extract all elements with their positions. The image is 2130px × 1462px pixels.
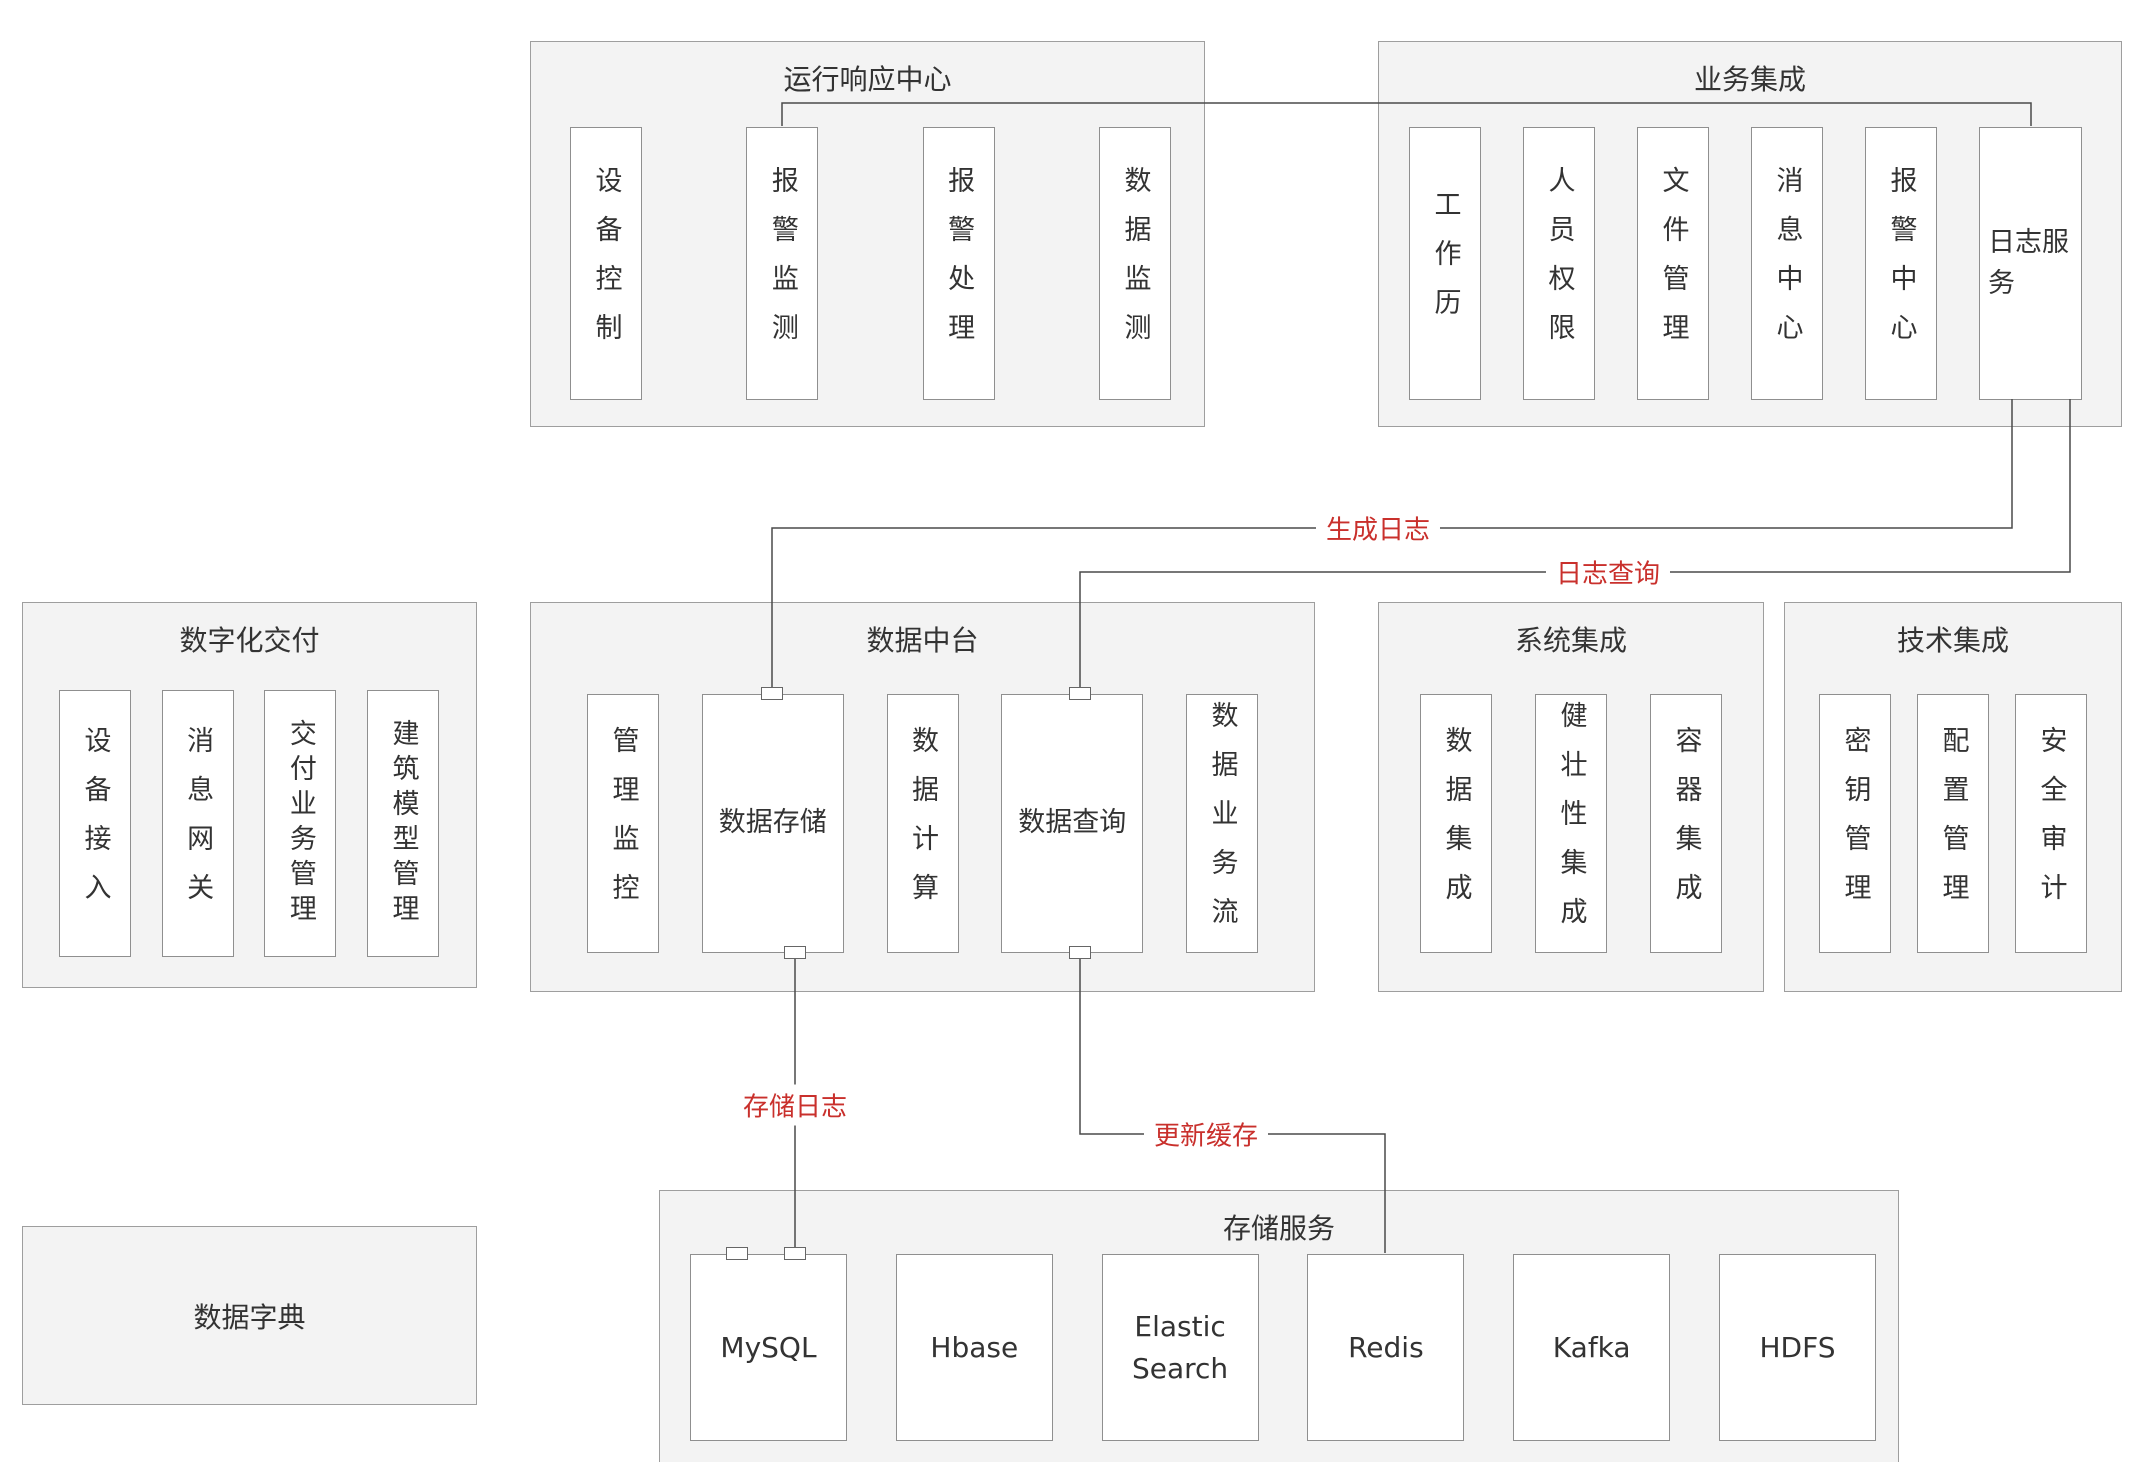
group-title: 存储服务 bbox=[1222, 1212, 1335, 1245]
group-items: 密钥管理 配置管理 安全审计 bbox=[1819, 694, 2087, 953]
node-label: Elastic Search bbox=[1131, 1309, 1229, 1385]
node-building-model-mgmt: 建筑模型管理 bbox=[366, 690, 439, 957]
node-elasticsearch: Elastic Search bbox=[1101, 1254, 1259, 1441]
node-device-control: 设备控制 bbox=[570, 127, 642, 400]
node-label: 文件管理 bbox=[1657, 165, 1689, 362]
group-system-integration: 系统集成 数据集成 健壮性集成 容器集成 bbox=[1378, 602, 1764, 992]
node-data-monitor: 数据监测 bbox=[1098, 127, 1171, 400]
node-mysql: MySQL bbox=[690, 1254, 847, 1441]
node-label: 密钥管理 bbox=[1839, 725, 1871, 922]
node-label: MySQL bbox=[720, 1330, 817, 1364]
node-hdfs: HDFS bbox=[1718, 1254, 1876, 1441]
edge-label-generate-log: 生成日志 bbox=[1315, 507, 1441, 549]
edge-label-store-log: 存储日志 bbox=[732, 1084, 858, 1126]
node-label: 数据查询 bbox=[1018, 807, 1127, 839]
group-data-platform: 数据中台 管理监控 数据存储 数据计算 数据查询 数据业务流 bbox=[530, 602, 1315, 992]
group-title: 运行响应中心 bbox=[783, 63, 952, 96]
node-label: Redis bbox=[1348, 1330, 1424, 1364]
node-work-calendar: 工作历 bbox=[1409, 127, 1481, 400]
node-label: 数据存储 bbox=[718, 807, 827, 839]
node-label: 设备接入 bbox=[79, 725, 111, 922]
group-title: 数据字典 bbox=[193, 1300, 306, 1334]
node-label: HDFS bbox=[1759, 1330, 1836, 1364]
node-data-storage: 数据存储 bbox=[701, 694, 844, 953]
group-items: 工作历 人员权限 文件管理 消息中心 报警中心 日志服务 bbox=[1409, 127, 2082, 400]
node-label: 数据监测 bbox=[1119, 165, 1151, 362]
node-alarm-monitor: 报警监测 bbox=[746, 127, 819, 400]
node-delivery-business-mgmt: 交付业务管理 bbox=[264, 690, 337, 957]
node-alarm-center: 报警中心 bbox=[1865, 127, 1937, 400]
node-label: 交付业务管理 bbox=[284, 718, 316, 929]
group-items: 设备接入 消息网关 交付业务管理 建筑模型管理 bbox=[59, 690, 439, 957]
group-data-dictionary: 数据字典 bbox=[22, 1226, 477, 1405]
node-message-gateway: 消息网关 bbox=[161, 690, 234, 957]
node-user-permission: 人员权限 bbox=[1523, 127, 1595, 400]
group-title: 业务集成 bbox=[1693, 63, 1806, 96]
port-data-storage-bottom bbox=[784, 946, 806, 959]
node-data-integration: 数据集成 bbox=[1420, 694, 1492, 953]
node-label: 设备控制 bbox=[590, 165, 622, 362]
group-digital-delivery: 数字化交付 设备接入 消息网关 交付业务管理 建筑模型管理 bbox=[22, 602, 477, 988]
node-mgmt-monitor: 管理监控 bbox=[587, 694, 659, 953]
node-robustness-integration: 健壮性集成 bbox=[1535, 694, 1607, 953]
group-items: 设备控制 报警监测 报警处理 数据监测 bbox=[570, 127, 1171, 400]
port-data-query-top bbox=[1069, 687, 1091, 700]
node-data-business-flow: 数据业务流 bbox=[1186, 694, 1258, 953]
group-business-integration: 业务集成 工作历 人员权限 文件管理 消息中心 报警中心 日志服务 bbox=[1378, 41, 2122, 427]
node-data-query: 数据查询 bbox=[1001, 694, 1144, 953]
group-title: 技术集成 bbox=[1896, 624, 2009, 657]
node-redis: Redis bbox=[1307, 1254, 1465, 1441]
group-title: 数字化交付 bbox=[179, 624, 320, 657]
group-ops-center: 运行响应中心 设备控制 报警监测 报警处理 数据监测 bbox=[530, 41, 1205, 427]
node-device-access: 设备接入 bbox=[59, 690, 131, 957]
node-label: 数据业务流 bbox=[1206, 701, 1238, 946]
node-message-center: 消息中心 bbox=[1751, 127, 1823, 400]
node-label: 管理监控 bbox=[607, 725, 639, 922]
node-label: 报警中心 bbox=[1885, 165, 1917, 362]
edge-label-update-cache: 更新缓存 bbox=[1143, 1113, 1269, 1155]
port-mysql-top-right bbox=[784, 1247, 806, 1260]
edge-label-log-query: 日志查询 bbox=[1545, 551, 1671, 593]
port-data-query-bottom bbox=[1069, 946, 1091, 959]
node-hbase: Hbase bbox=[895, 1254, 1053, 1441]
group-title: 数据中台 bbox=[866, 624, 979, 657]
node-label: Kafka bbox=[1552, 1330, 1631, 1364]
node-container-integration: 容器集成 bbox=[1650, 694, 1722, 953]
node-label: Hbase bbox=[930, 1330, 1019, 1364]
group-items: 管理监控 数据存储 数据计算 数据查询 数据业务流 bbox=[587, 694, 1258, 953]
node-security-audit: 安全审计 bbox=[2015, 694, 2087, 953]
node-label: 消息网关 bbox=[182, 725, 214, 922]
node-file-management: 文件管理 bbox=[1637, 127, 1709, 400]
group-storage-service: 存储服务 MySQL Hbase Elastic Search Redis Ka… bbox=[659, 1190, 1899, 1462]
node-label: 配置管理 bbox=[1937, 725, 1969, 922]
node-label: 报警监测 bbox=[766, 165, 798, 362]
node-label: 工作历 bbox=[1429, 190, 1461, 337]
node-label: 报警处理 bbox=[943, 165, 975, 362]
node-kafka: Kafka bbox=[1513, 1254, 1671, 1441]
group-title: 系统集成 bbox=[1514, 624, 1627, 657]
node-label: 健壮性集成 bbox=[1555, 701, 1587, 946]
node-config-management: 配置管理 bbox=[1917, 694, 1989, 953]
node-data-compute: 数据计算 bbox=[886, 694, 959, 953]
node-label: 容器集成 bbox=[1670, 725, 1702, 922]
port-mysql-top-left bbox=[726, 1247, 748, 1260]
port-data-storage-top bbox=[761, 687, 783, 700]
node-alarm-handle: 报警处理 bbox=[922, 127, 995, 400]
group-tech-integration: 技术集成 密钥管理 配置管理 安全审计 bbox=[1784, 602, 2122, 992]
node-label: 数据集成 bbox=[1440, 725, 1472, 922]
node-label: 建筑模型管理 bbox=[387, 718, 419, 929]
node-key-management: 密钥管理 bbox=[1819, 694, 1891, 953]
node-label: 安全审计 bbox=[2035, 725, 2067, 922]
node-label: 日志服务 bbox=[1988, 227, 2069, 299]
group-items: MySQL Hbase Elastic Search Redis Kafka H… bbox=[690, 1254, 1876, 1441]
node-log-service: 日志服务 bbox=[1979, 127, 2082, 400]
node-label: 数据计算 bbox=[907, 725, 938, 922]
group-items: 数据集成 健壮性集成 容器集成 bbox=[1420, 694, 1722, 953]
node-label: 消息中心 bbox=[1771, 165, 1803, 362]
node-label: 人员权限 bbox=[1543, 165, 1575, 362]
